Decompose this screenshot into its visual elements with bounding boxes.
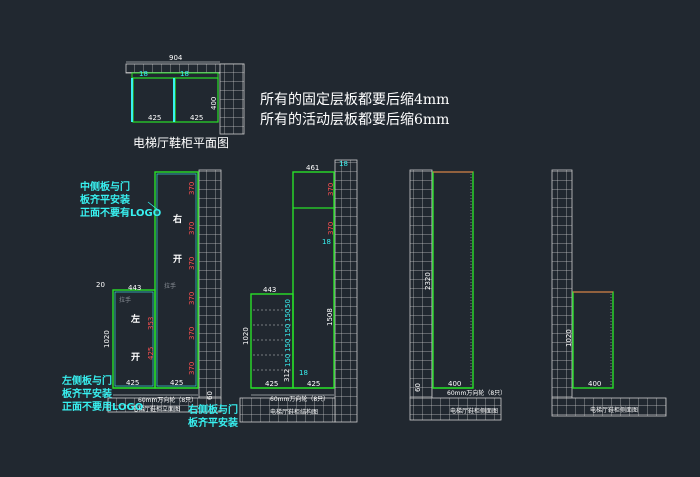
structure-dim-370b: 370: [327, 222, 335, 235]
door-right-char-2: 开: [173, 254, 182, 265]
note-middle-panel-line2: 板齐平安装: [80, 193, 130, 206]
svg-text:370: 370: [188, 182, 196, 195]
svg-text:50: 50: [284, 299, 292, 308]
elevation-bay-right-dim: 425: [170, 379, 183, 387]
svg-text:370: 370: [188, 327, 196, 340]
side-a-caption: 电梯厅鞋柜侧面图: [450, 407, 498, 415]
elevation-dim-20: 20: [96, 281, 105, 289]
plan-left-panel-dim: 18: [139, 70, 148, 78]
side-a-carcass: [432, 171, 474, 389]
plan-wall-right: [219, 63, 245, 135]
side-a-wheel-note: 60mm万向轮（8只）: [447, 389, 506, 397]
structure-left-width-dim: 443: [263, 286, 276, 294]
svg-text:150: 150: [284, 309, 292, 322]
structure-bay-left-dim: 425: [265, 380, 278, 388]
plan-side-left: [131, 78, 133, 122]
side-a-height-dim: 2320: [424, 272, 432, 290]
note-left-panel-line1: 左侧板与门: [61, 374, 112, 387]
note-left-panel-line2: 板齐平安装: [62, 387, 112, 400]
elevation-hinge-dims: 370 370 370 370 370 370 353 425: [147, 182, 196, 375]
elevation-right-door: [154, 171, 199, 389]
structure-bay-right-dim: 425: [307, 380, 320, 388]
structure-dim-370a: 370: [327, 183, 335, 196]
note-right-panel-line1: 右侧板与门: [187, 403, 238, 416]
elevation-dim-60: 60: [206, 391, 214, 400]
note-left-panel-line3: 正面不要用LOGO: [62, 401, 143, 413]
structure-dim-312: 312: [283, 369, 291, 382]
structure-top-width-dim: 461: [306, 164, 319, 172]
svg-text:353: 353: [147, 317, 155, 330]
svg-text:150: 150: [284, 354, 292, 367]
svg-text:370: 370: [188, 257, 196, 270]
plan-width-dim: 904: [169, 54, 183, 62]
structure-height-right-dim: 1508: [326, 308, 334, 326]
plan-title: 电梯厅鞋柜平面图: [133, 135, 229, 150]
svg-text:370: 370: [188, 222, 196, 235]
structure-dim-18-low: 18: [299, 369, 308, 377]
door-left-char-1: 左: [130, 313, 140, 325]
structure-dim-18-top: 18: [339, 160, 348, 168]
structure-floor: [239, 397, 336, 423]
structure-view: 461 370 370 18 18 1508 443 1020 50 150 1…: [239, 159, 358, 423]
note-fixed-shelf: 所有的固定层板都要后缩4mm: [260, 92, 449, 108]
side-b-depth-dim: 400: [588, 380, 601, 388]
side-a-floor: [409, 397, 502, 421]
plan-mid-panel-dim: 18: [180, 70, 189, 78]
structure-wheel-note: 60mm万向轮（8只）: [270, 395, 329, 403]
elevation-caption: 电梯厅鞋柜立面图: [132, 405, 180, 413]
elevation-left-width-dim: 443: [128, 284, 141, 292]
side-view-a: 2320 400 60 60mm万向轮（8只） 电梯厅鞋柜侧面图: [409, 169, 506, 421]
elevation-bay-left-dim: 425: [126, 379, 139, 387]
left-door-handle-label: 拉手: [119, 296, 131, 304]
structure-caption: 电梯厅鞋柜结构图: [270, 408, 318, 416]
svg-text:370: 370: [188, 362, 196, 375]
elevation-wheel-note: 60mm万向轮（8只）: [138, 396, 197, 404]
structure-wall-right: [334, 159, 358, 423]
door-right-char-1: 右: [172, 213, 182, 225]
plan-bay-left-dim: 425: [148, 114, 161, 122]
side-b-height-dim: 1020: [565, 329, 573, 347]
svg-text:370: 370: [188, 292, 196, 305]
svg-text:150: 150: [284, 339, 292, 352]
plan-view: 904 18 18 425 425 400 电梯厅鞋柜平面图: [125, 54, 245, 150]
elevation-floor: [107, 397, 222, 413]
note-middle-panel-line1: 中侧板与门: [80, 180, 130, 193]
structure-tall-bay: [292, 171, 335, 389]
structure-dim-18-mid: 18: [322, 238, 331, 246]
right-door-handle-label: 拉手: [164, 282, 176, 290]
side-a-dim-60: 60: [414, 383, 422, 392]
elevation-left-height-dim: 1020: [103, 330, 111, 348]
side-b-caption: 电梯厅鞋柜侧面图: [590, 406, 638, 414]
side-b-carcass: [572, 291, 614, 389]
note-movable-shelf: 所有的活动层板都要后缩6mm: [260, 112, 449, 128]
note-right-panel-line2: 板齐平安装: [188, 416, 238, 429]
side-view-b: 1020 400 电梯厅鞋柜侧面图: [551, 169, 667, 417]
door-left-char-2: 开: [131, 352, 140, 363]
side-a-depth-dim: 400: [448, 380, 461, 388]
elevation-left-door: [112, 289, 156, 389]
elevation-view: 右 开 拉手 左 开 拉手 370 370 370 370 370 370 35…: [96, 169, 222, 413]
svg-text:425: 425: [147, 347, 155, 360]
plan-bay-right-dim: 425: [190, 114, 203, 122]
structure-shelf-dims: 50 150 150 150 150: [284, 299, 292, 367]
svg-text:150: 150: [284, 324, 292, 337]
note-middle-panel-line3: 正面不要有LOGO: [80, 206, 161, 219]
plan-depth-dim: 400: [210, 97, 218, 110]
side-b-wall-left: [551, 169, 573, 399]
structure-height-left-dim: 1020: [242, 327, 250, 345]
elevation-wall-right: [198, 169, 222, 399]
side-b-floor: [551, 397, 667, 417]
plan-side-mid: [173, 78, 175, 122]
